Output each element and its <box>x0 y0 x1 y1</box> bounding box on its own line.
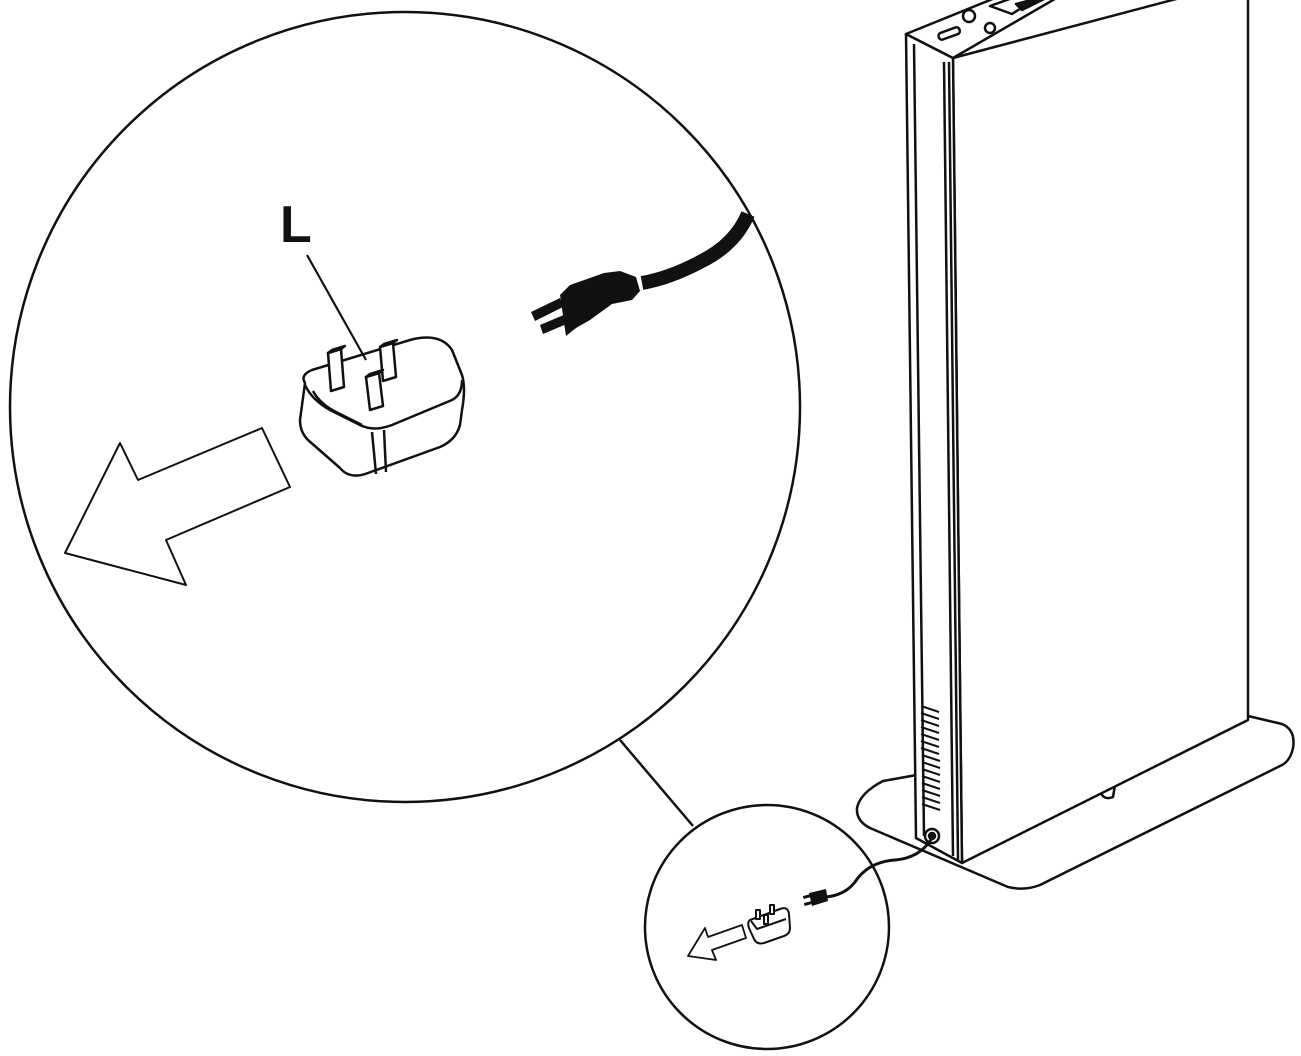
plug-icon-small <box>802 889 828 906</box>
wall-adapter <box>298 336 466 477</box>
large-detail-circle: L <box>8 10 802 804</box>
pull-arrow-icon-small <box>687 924 747 961</box>
callout-leader-line <box>306 254 367 361</box>
plug-icon <box>531 271 640 336</box>
power-cable-small <box>825 837 934 899</box>
tower-unit <box>904 0 1250 865</box>
adapter-icon-small <box>747 904 791 945</box>
pull-arrow-icon <box>64 427 291 586</box>
power-cable-large <box>640 211 755 290</box>
callout-label: L <box>280 196 312 254</box>
zoom-connector-line <box>619 739 694 827</box>
vent-slots <box>920 705 941 811</box>
small-detail-circle <box>643 803 934 1051</box>
